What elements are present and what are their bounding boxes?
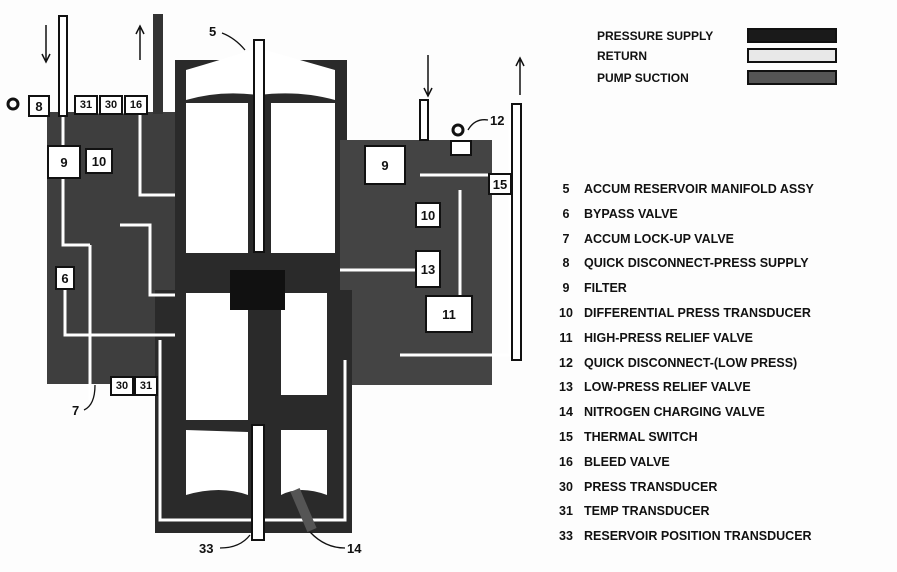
legend-label: PRESSURE SUPPLY bbox=[597, 28, 714, 43]
piston bbox=[230, 270, 285, 310]
callout-8: 8 bbox=[28, 95, 50, 117]
position-transducer-rod bbox=[251, 424, 265, 541]
parts-list-item: 31 TEMP TRANSDUCER bbox=[548, 504, 709, 518]
part-number: 33 bbox=[559, 529, 573, 544]
lower-left-chamber bbox=[186, 293, 248, 420]
legend-label: PUMP SUCTION bbox=[597, 70, 689, 85]
part-number: 5 bbox=[562, 182, 570, 196]
callout-9-left: 9 bbox=[47, 145, 81, 179]
part-description: HIGH-PRESS RELIEF VALVE bbox=[584, 330, 754, 345]
legend-swatch bbox=[747, 70, 837, 85]
parts-list-item: 12 QUICK DISCONNECT-(LOW PRESS) bbox=[548, 356, 797, 370]
return-pipe bbox=[153, 14, 163, 114]
parts-list-item: 10 DIFFERENTIAL PRESS TRANSDUCER bbox=[548, 306, 811, 320]
part-description: BYPASS VALVE bbox=[584, 206, 678, 221]
legend-pump-suction: PUMP SUCTION bbox=[597, 70, 837, 85]
right-supply-pipe bbox=[419, 99, 429, 141]
part-description: ACCUM RESERVOIR MANIFOLD ASSY bbox=[584, 182, 814, 196]
parts-list-item: 11 HIGH-PRESS RELIEF VALVE bbox=[548, 331, 753, 345]
callout-11: 11 bbox=[425, 295, 473, 333]
lower-right-chamber bbox=[281, 293, 327, 395]
part-description: RESERVOIR POSITION TRANSDUCER bbox=[584, 529, 812, 544]
part-number: 12 bbox=[559, 355, 573, 370]
legend-swatch bbox=[747, 48, 837, 63]
part-number: 16 bbox=[559, 454, 573, 469]
legend-pressure-supply: PRESSURE SUPPLY bbox=[597, 28, 837, 43]
leader-lines bbox=[83, 32, 489, 549]
callout-15: 15 bbox=[488, 173, 512, 195]
part-description: LOW-PRESS RELIEF VALVE bbox=[584, 380, 751, 395]
supply-pipe bbox=[58, 15, 68, 117]
parts-list-item: 6 BYPASS VALVE bbox=[548, 207, 678, 221]
lower-left-dome bbox=[186, 430, 248, 495]
callout-10-left: 10 bbox=[85, 148, 113, 174]
parts-list-item: 16 BLEED VALVE bbox=[548, 455, 670, 469]
part-description: ACCUM LOCK-UP VALVE bbox=[584, 231, 734, 246]
upper-left-chamber bbox=[186, 103, 248, 253]
right-return-pipe bbox=[511, 103, 522, 361]
part-description: BLEED VALVE bbox=[584, 454, 670, 469]
parts-list-item: 15 THERMAL SWITCH bbox=[548, 430, 698, 444]
quick-disconnect-icon bbox=[6, 97, 20, 111]
callout-12: 12 bbox=[490, 113, 505, 128]
part-number: 8 bbox=[562, 256, 570, 271]
low-press-disconnect-icon bbox=[451, 123, 465, 137]
parts-list-item: 9 FILTER bbox=[548, 281, 627, 295]
part-number: 7 bbox=[562, 231, 570, 246]
lower-right-dome bbox=[281, 430, 327, 495]
parts-list-item: 33 RESERVOIR POSITION TRANSDUCER bbox=[548, 529, 812, 543]
callout-5: 5 bbox=[209, 24, 217, 39]
callout-33: 33 bbox=[199, 541, 214, 556]
callout-10-right: 10 bbox=[415, 202, 441, 228]
parts-list-item: 13 LOW-PRESS RELIEF VALVE bbox=[548, 380, 751, 394]
parts-list-item: 7 ACCUM LOCK-UP VALVE bbox=[548, 232, 734, 246]
callout-6: 6 bbox=[55, 266, 75, 290]
parts-list-item: 8 QUICK DISCONNECT-PRESS SUPPLY bbox=[548, 256, 809, 270]
part-number: 30 bbox=[559, 479, 573, 494]
part-description: PRESS TRANSDUCER bbox=[584, 479, 718, 494]
part-description: QUICK DISCONNECT-(LOW PRESS) bbox=[584, 355, 798, 370]
part-description: DIFFERENTIAL PRESS TRANSDUCER bbox=[584, 306, 811, 320]
part-number: 9 bbox=[562, 281, 570, 296]
part-number: 10 bbox=[559, 306, 573, 320]
part-description: NITROGEN CHARGING VALVE bbox=[584, 405, 765, 420]
part-number: 14 bbox=[559, 405, 573, 420]
callout-16: 16 bbox=[124, 95, 148, 115]
parts-list-item: 30 PRESS TRANSDUCER bbox=[548, 480, 717, 494]
part-number: 13 bbox=[559, 380, 573, 395]
part-number: 15 bbox=[559, 430, 573, 444]
callout-31-bottom: 31 bbox=[134, 376, 158, 396]
legend-label: RETURN bbox=[597, 48, 647, 63]
callout-30-top: 30 bbox=[99, 95, 123, 115]
flow-arrows bbox=[41, 24, 525, 98]
callout-13: 13 bbox=[415, 250, 441, 288]
legend-swatch bbox=[747, 28, 837, 43]
part-number: 11 bbox=[559, 330, 573, 345]
upper-rod bbox=[253, 39, 265, 253]
parts-list-item: 14 NITROGEN CHARGING VALVE bbox=[548, 405, 765, 419]
part-description: FILTER bbox=[584, 281, 627, 296]
part-description: QUICK DISCONNECT-PRESS SUPPLY bbox=[584, 256, 809, 271]
parts-list-item: 5 ACCUM RESERVOIR MANIFOLD ASSY bbox=[548, 182, 814, 196]
charging-valve-pipe bbox=[290, 488, 317, 532]
callout-30-bottom: 30 bbox=[110, 376, 134, 396]
legend-return: RETURN bbox=[597, 48, 837, 63]
callout-14: 14 bbox=[347, 541, 362, 556]
low-press-disconnect-body bbox=[450, 140, 472, 156]
part-number: 31 bbox=[559, 504, 573, 519]
callout-9-right: 9 bbox=[364, 145, 406, 185]
callout-31-top: 31 bbox=[74, 95, 98, 115]
part-description: THERMAL SWITCH bbox=[584, 430, 698, 444]
part-description: TEMP TRANSDUCER bbox=[584, 504, 710, 519]
upper-right-chamber bbox=[271, 103, 335, 253]
part-number: 6 bbox=[562, 206, 570, 221]
callout-7: 7 bbox=[72, 403, 80, 418]
